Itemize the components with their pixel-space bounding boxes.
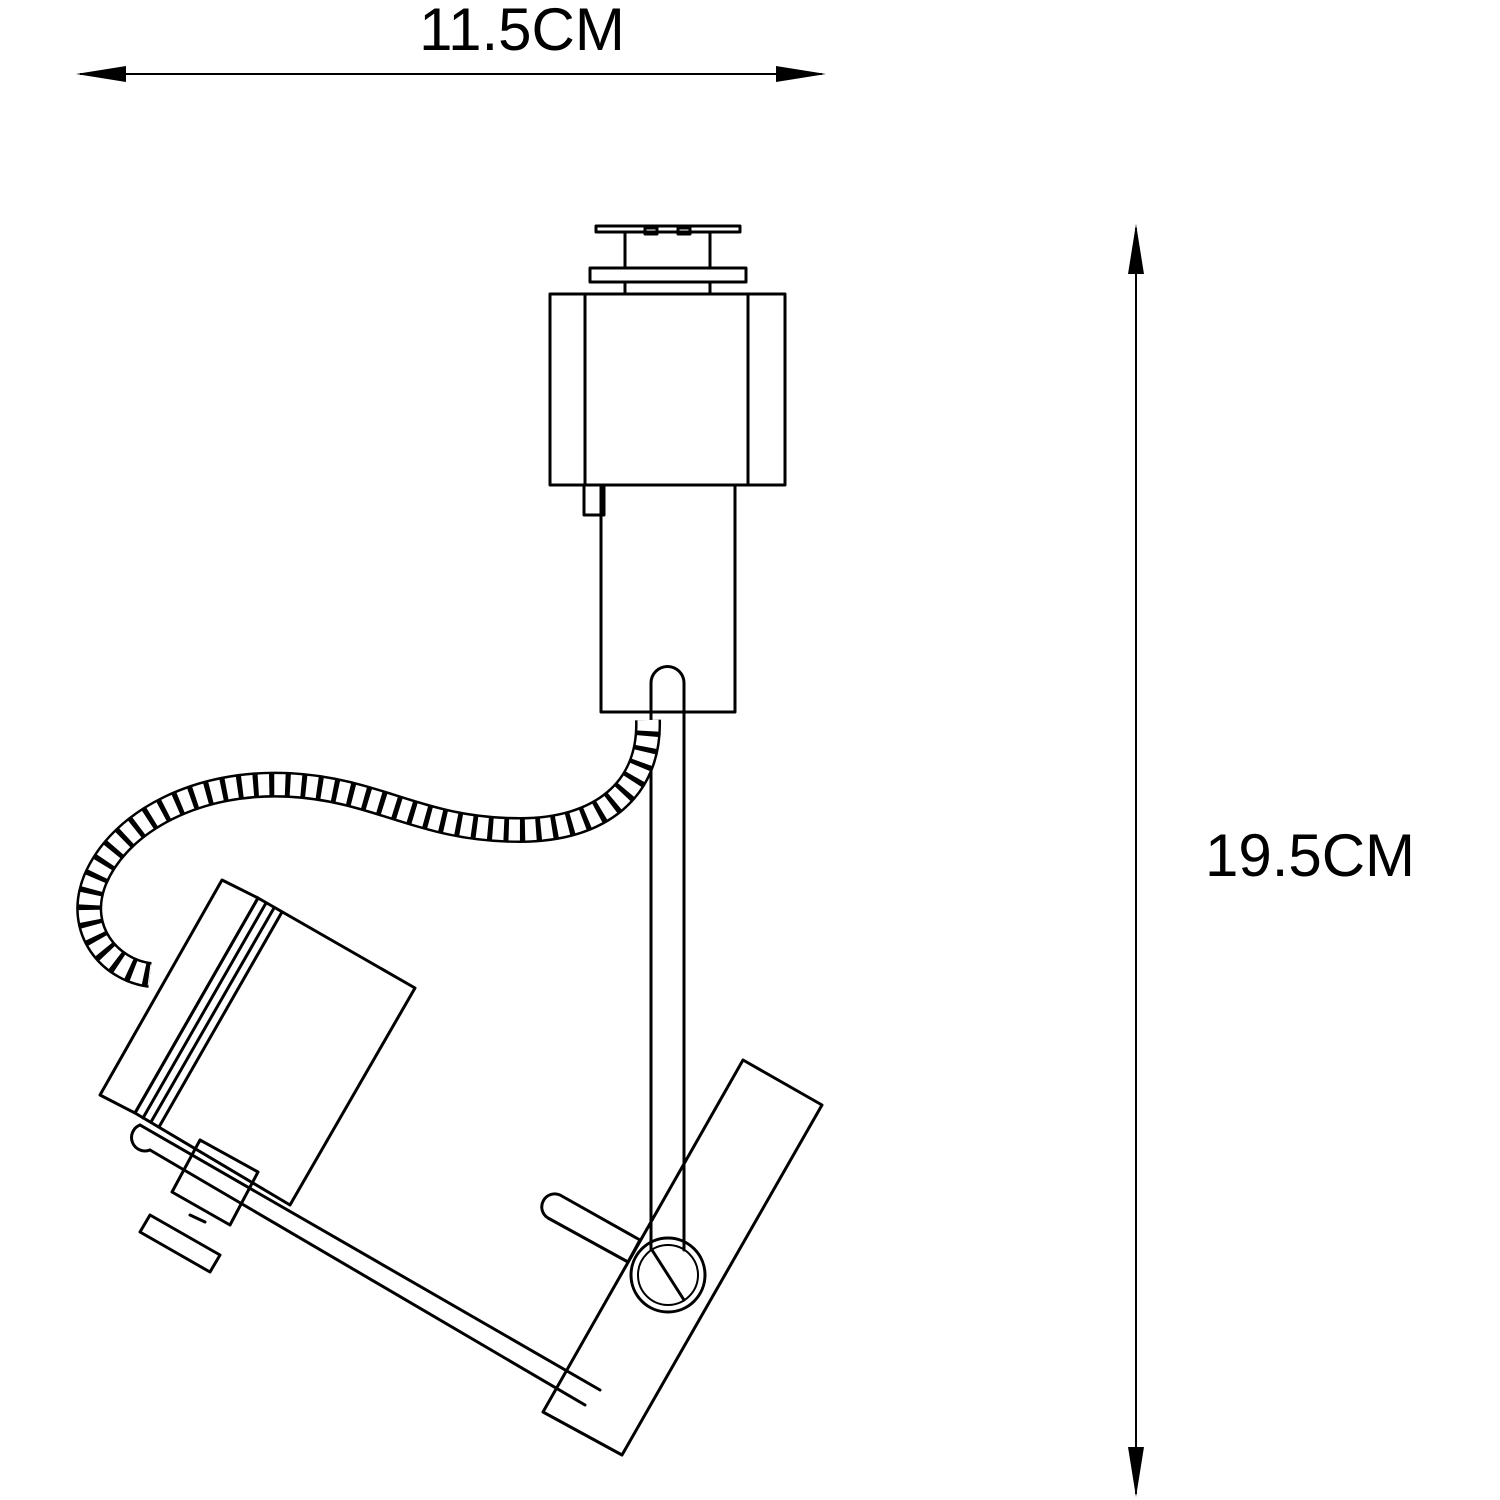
mounting-plate <box>541 1058 824 1457</box>
lamp-arm <box>130 1123 642 1407</box>
lamp-head <box>98 878 417 1207</box>
support-rod <box>649 665 686 1252</box>
arrow-down-icon <box>1128 1447 1144 1497</box>
arrow-left-icon <box>76 66 126 82</box>
adjust-screw <box>138 1213 222 1274</box>
arrow-up-icon <box>1128 224 1144 274</box>
spring-cable <box>76 719 662 988</box>
width-label: 11.5CM <box>419 0 625 63</box>
adapter-box <box>548 292 787 714</box>
height-label: 19.5CM <box>1205 822 1415 889</box>
width-dimension: 11.5CM <box>76 0 826 82</box>
clamp <box>138 1138 260 1274</box>
arrow-right-icon <box>776 66 826 82</box>
track-connector <box>588 224 748 296</box>
pivot-knob <box>629 1236 707 1314</box>
height-dimension: 19.5CM <box>1128 224 1415 1497</box>
